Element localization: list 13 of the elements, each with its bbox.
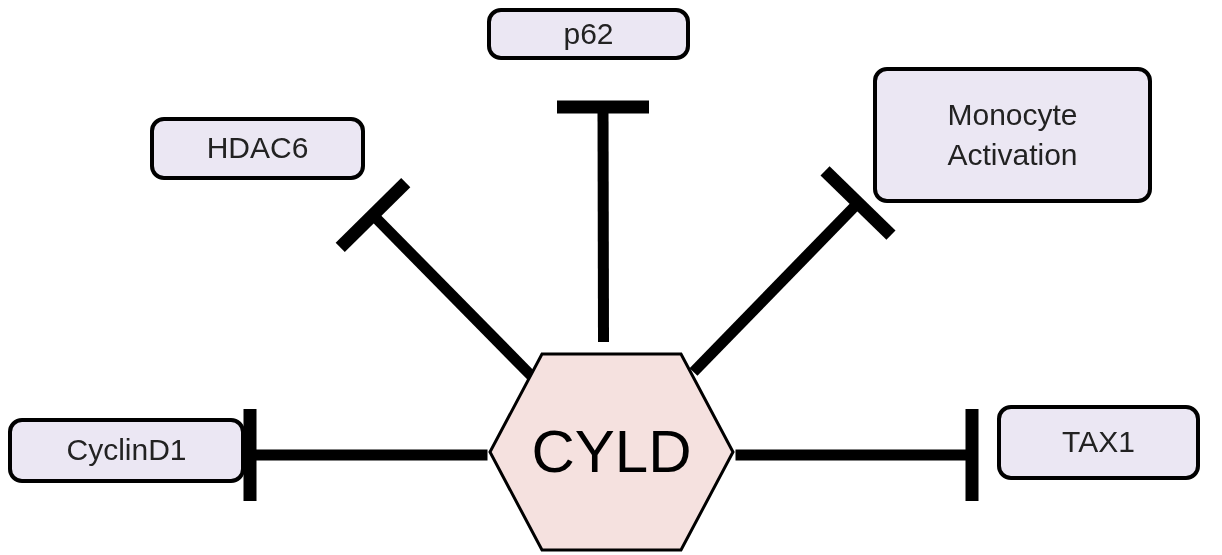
node-label: CyclinD1 bbox=[66, 432, 187, 469]
node-label: p62 bbox=[563, 15, 614, 52]
node-label: CYLD bbox=[531, 422, 692, 482]
process-box bbox=[150, 117, 365, 180]
process-box bbox=[8, 418, 245, 483]
hexagon-node bbox=[488, 352, 735, 552]
process-box bbox=[873, 67, 1152, 203]
process-box bbox=[997, 405, 1200, 480]
node-label: TAX1 bbox=[1062, 424, 1135, 461]
node-label: Monocyte Activation bbox=[946, 96, 1079, 173]
node-label: HDAC6 bbox=[206, 130, 309, 167]
inhibition-connector bbox=[689, 164, 898, 376]
process-box bbox=[487, 8, 690, 60]
